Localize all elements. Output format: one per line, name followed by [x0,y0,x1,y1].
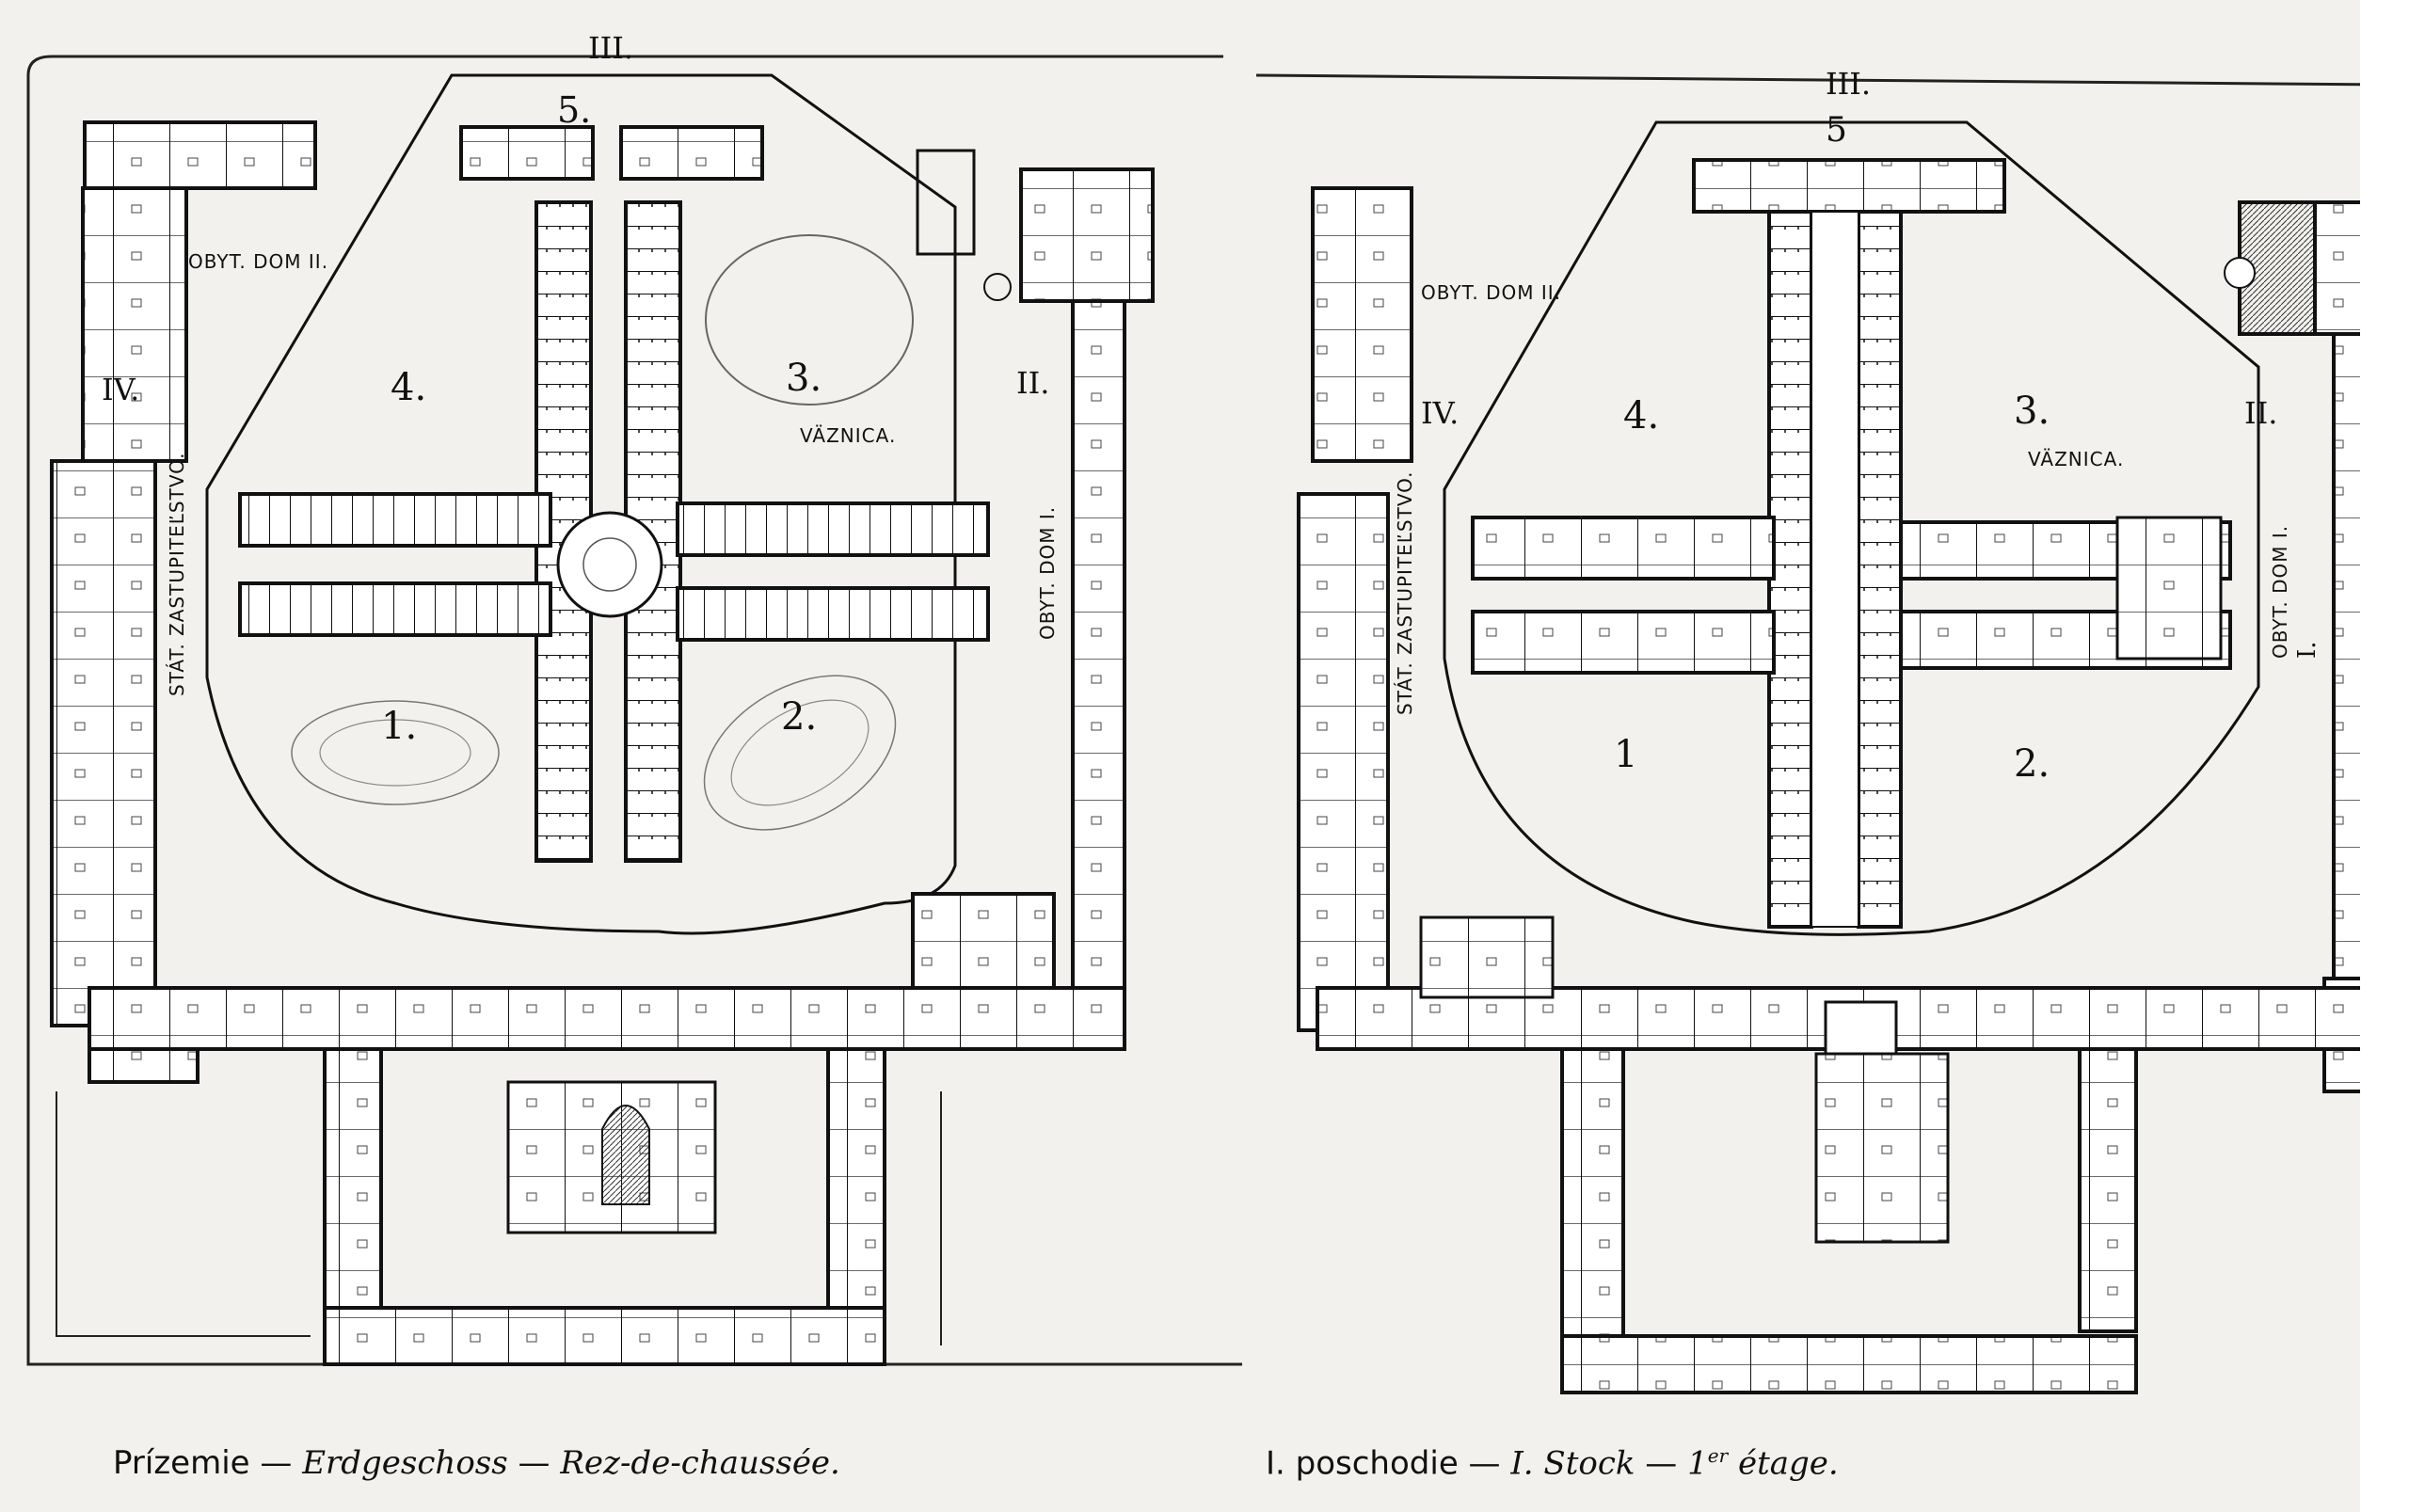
ground-section-1: 1. [381,705,417,748]
first-floor-plan: III. 5 4. IV. 3. II. I. 1 2. OBYT. DOM I… [1255,66,2391,1394]
first-caption-french: étage. [1737,1444,1839,1483]
ground-caption-french: Rez-de-chaussée. [560,1444,840,1482]
ground-floor-plan: III. 5. 4. IV. 3. II. 1. 2. OBYT. DOM II… [26,30,1242,1366]
first-caption-german: I. Stock [1510,1444,1635,1483]
ground-caption-sep: — [518,1444,550,1482]
ground-section-2: 2. [781,695,817,739]
first-section-1: 1 [1614,733,1637,776]
first-caption-french-sup: er [1707,1444,1729,1467]
first-section-5: 5 [1826,111,1847,150]
ground-section-4: 4. [391,366,426,409]
ground-section-3-roman: III. [588,30,633,66]
page-edge [2360,0,2409,1512]
first-label-vaznica: VÄZNICA. [2028,448,2124,470]
first-section-4-roman: IV. [1421,395,1459,431]
ground-section-3: 3. [786,357,822,400]
first-floor-caption: I. poschodie — I. Stock — 1er étage. [1266,1444,1839,1482]
first-section-2-roman: II. [2244,395,2277,431]
first-section-3: 3. [2014,390,2050,433]
first-section-1-roman: I. [2293,641,2321,659]
first-section-3-roman: III. [1826,66,1871,102]
first-section-2: 2. [2014,742,2050,786]
first-section-4: 4. [1623,394,1659,438]
ground-caption-german: Erdgeschoss [302,1444,508,1482]
first-label-obyt-dom-2: OBYT. DOM II. [1421,281,1561,304]
ground-caption-slovak: Prízemie — [113,1444,293,1482]
first-caption-slovak: I. poschodie — [1266,1444,1501,1483]
ground-floor-caption: Prízemie — Erdgeschoss — Rez-de-chaussée… [113,1444,840,1482]
first-label-obyt-dom-1: OBYT. DOM I. [2269,525,2291,659]
ground-label-stat-zastupitelstvo: STÁT. ZASTUPITEĽSTVO. [166,453,188,696]
first-label-stat-zastupitelstvo: STÁT. ZASTUPITEĽSTVO. [1394,471,1416,715]
ground-label-vaznica: VÄZNICA. [800,424,896,447]
ground-label-obyt-dom-1: OBYT. DOM I. [1036,506,1059,640]
first-caption-french-num: 1 [1687,1444,1708,1483]
ground-section-2-roman: II. [1016,365,1049,401]
ground-label-obyt-dom-2: OBYT. DOM II. [188,250,328,273]
ground-section-4-roman: IV. [102,372,139,407]
first-caption-sep: — [1645,1444,1678,1483]
ground-section-5: 5. [557,89,591,131]
